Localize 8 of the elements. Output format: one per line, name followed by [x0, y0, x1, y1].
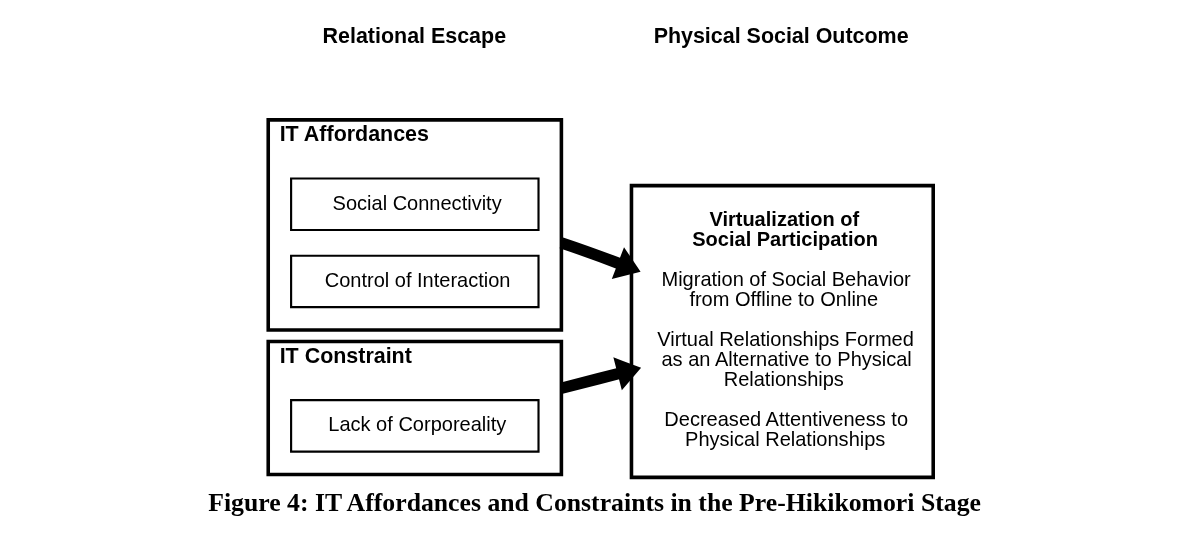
- label: Physical Social Outcome: [653, 24, 909, 49]
- node-box: Social Connectivity: [290, 177, 540, 232]
- arrow: [559, 237, 641, 279]
- node-box: Control of Interaction: [290, 254, 540, 309]
- node-box: Virtualization of Social Participation Migration of Social Behavior from Offline to Online Virtual Relationships Formed as an Alternative to Physical Relationships Decreased Attentiveness to Physical Relationships: [629, 183, 935, 480]
- caption: Figure 4: IT Affordances and Constraints in the Pre-Hikikomori Stage: [208, 487, 981, 517]
- label: Relational Escape: [322, 24, 507, 49]
- node-box: Lack of Corporeality: [290, 399, 540, 453]
